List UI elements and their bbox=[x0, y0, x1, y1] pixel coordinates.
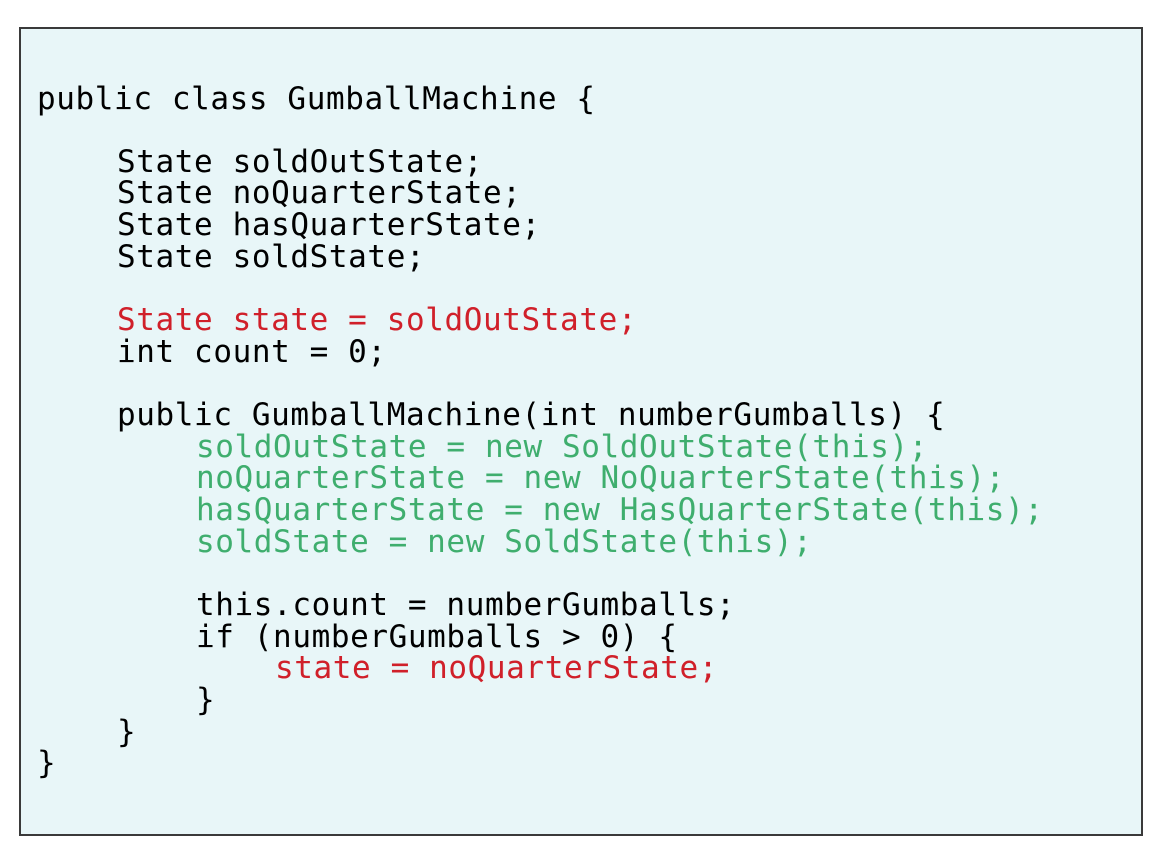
code-line-assign-state: state = noQuarterState; bbox=[275, 650, 719, 686]
code-panel: public class GumballMachine { State sold… bbox=[19, 27, 1143, 836]
code-line-class-declaration: public class GumballMachine { bbox=[37, 81, 596, 117]
code-line-sold-field: State soldState; bbox=[117, 239, 426, 275]
code-line-init-soldout: soldOutState = new SoldOutState(this); bbox=[196, 429, 929, 465]
code-line-class-close-brace: } bbox=[37, 745, 57, 781]
code-line-if-condition: if (numberGumballs > 0) { bbox=[196, 619, 678, 655]
code-line-soldout-field: State soldOutState; bbox=[117, 144, 484, 180]
code-line-hasquarter-field: State hasQuarterState; bbox=[117, 207, 541, 243]
code-line-noquarter-field: State noQuarterState; bbox=[117, 175, 522, 211]
code-line-assign-count: this.count = numberGumballs; bbox=[196, 587, 736, 623]
code-line-state-field: State state = soldOutState; bbox=[117, 302, 638, 338]
code-line-count-field: int count = 0; bbox=[117, 334, 387, 370]
code-line-init-noquarter: noQuarterState = new NoQuarterState(this… bbox=[196, 460, 1006, 496]
code-line-if-close-brace: } bbox=[196, 682, 216, 718]
code-line-init-hasquarter: hasQuarterState = new HasQuarterState(th… bbox=[196, 492, 1044, 528]
code-line-init-sold: soldState = new SoldState(this); bbox=[196, 524, 813, 560]
code-line-constructor-close-brace: } bbox=[117, 714, 137, 750]
code-line-constructor-signature: public GumballMachine(int numberGumballs… bbox=[117, 397, 946, 433]
